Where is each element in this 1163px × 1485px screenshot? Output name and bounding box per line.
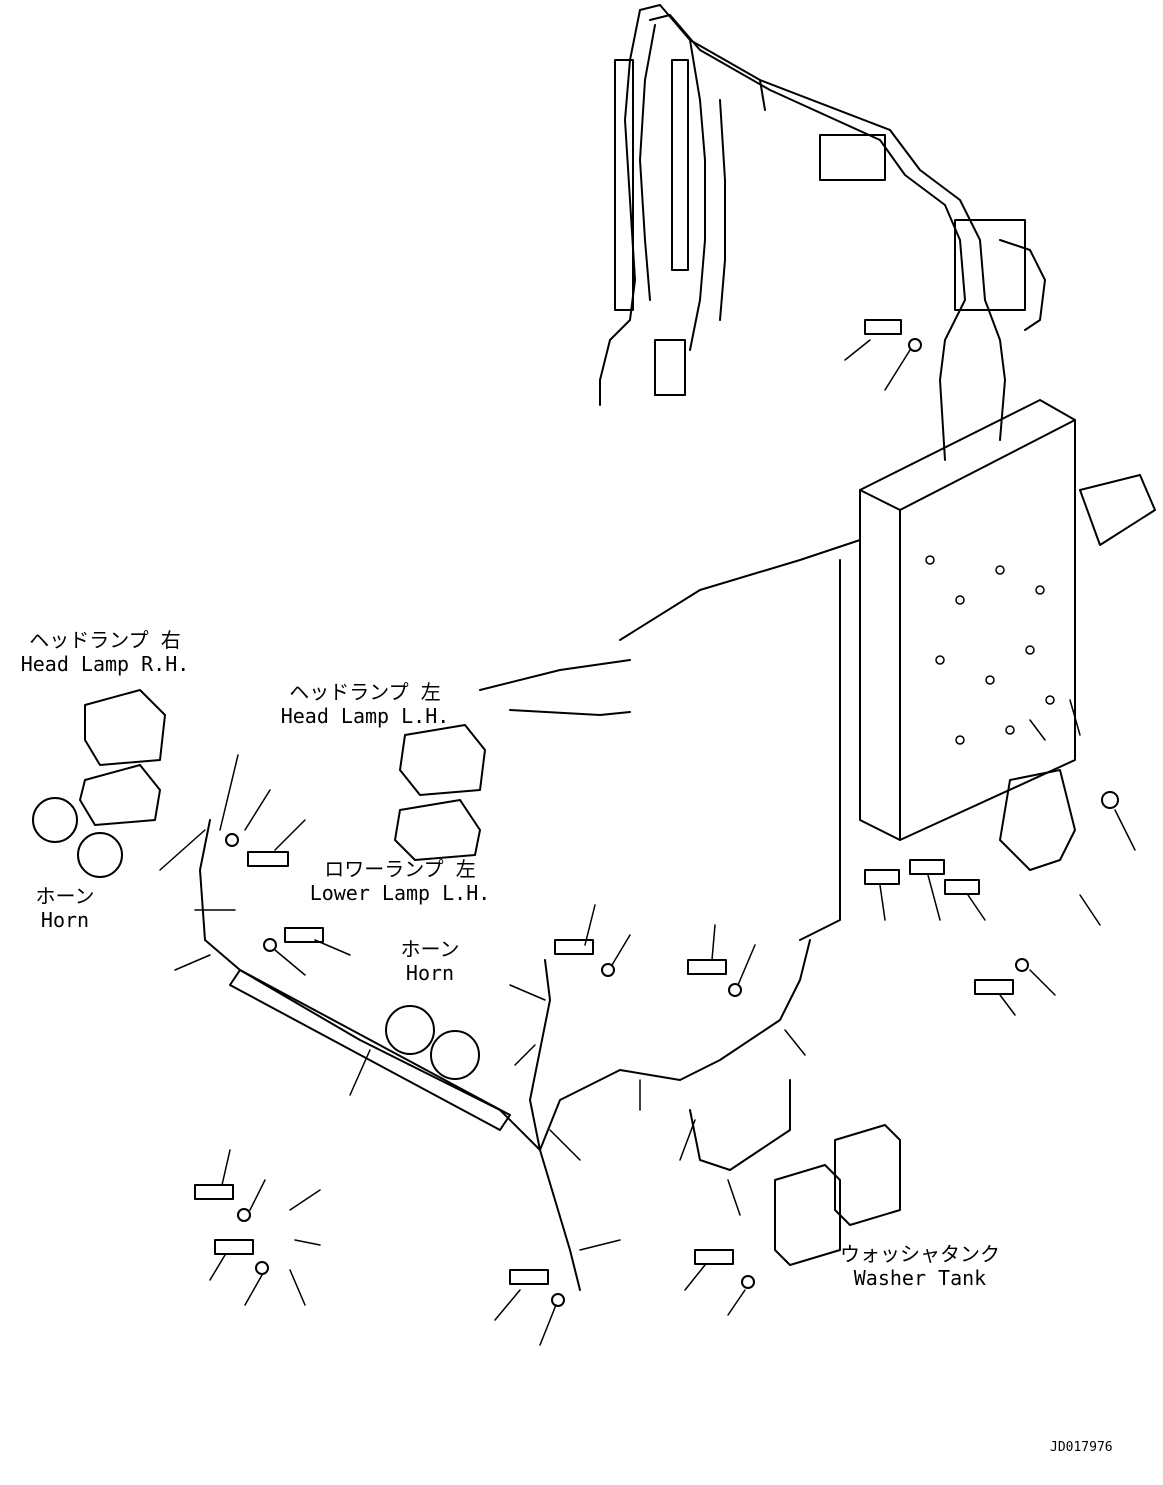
horn-lh-label: ホーン Horn <box>390 937 470 985</box>
horn-lh-drawing <box>385 1005 480 1080</box>
head-lamp-lh-label-jp: ヘッドランプ 左 <box>289 680 441 704</box>
horn-lh-label-en: Horn <box>405 961 455 985</box>
washer-tank-drawing <box>774 1124 901 1266</box>
head-lamp-rh-label: ヘッドランプ 右 Head Lamp R.H. <box>20 628 190 676</box>
controller-box <box>859 399 1156 871</box>
washer-tank-label-jp: ウォッシャタンク <box>840 1242 1000 1266</box>
lower-lamp-lh-label: ロワーランプ 左 Lower Lamp L.H. <box>305 857 495 905</box>
washer-tank-label: ウォッシャタンク Washer Tank <box>840 1242 1000 1290</box>
horn-rh-label-en: Horn <box>40 908 90 932</box>
upper-harness <box>599 4 1046 461</box>
head-lamp-lh-label: ヘッドランプ 左 Head Lamp L.H. <box>275 680 455 728</box>
leader-lines <box>159 339 1136 1346</box>
document-id: JD017976 <box>1050 1440 1113 1455</box>
fasteners <box>194 319 1119 1307</box>
lower-lamp-lh-label-en: Lower Lamp L.H. <box>309 881 491 905</box>
horn-lh-label-jp: ホーン <box>400 937 460 961</box>
washer-tank-label-en: Washer Tank <box>853 1266 987 1290</box>
horn-rh-label: ホーン Horn <box>25 884 105 932</box>
head-lamp-rh-label-en: Head Lamp R.H. <box>20 652 190 676</box>
head-lamp-lh-drawing <box>394 724 486 861</box>
lower-lamp-lh-label-jp: ロワーランプ 左 <box>324 857 476 881</box>
head-lamp-lh-label-en: Head Lamp L.H. <box>280 704 450 728</box>
lower-harness <box>199 539 861 1291</box>
head-lamp-rh-label-jp: ヘッドランプ 右 <box>29 628 181 652</box>
horn-rh-label-jp: ホーン <box>35 884 95 908</box>
horn-rh-drawing <box>32 797 123 878</box>
head-lamp-rh-drawing <box>79 689 166 826</box>
